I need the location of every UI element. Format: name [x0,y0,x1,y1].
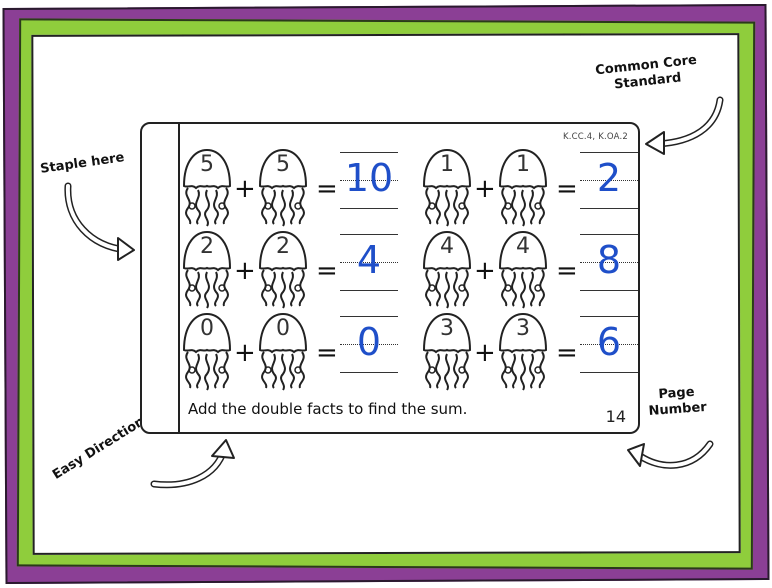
addend-b: 2 [276,234,290,259]
equals-sign: = [316,174,338,204]
answer-box[interactable]: 6 [580,314,638,376]
directions-text: Add the double facts to find the sum. [188,400,468,418]
addend-a: 1 [440,152,454,177]
curved-arrow-icon [64,182,135,261]
addend-b: 0 [276,316,290,341]
addend-b: 4 [516,234,530,259]
writing-line-bottom [340,372,398,373]
writing-line-bottom [580,290,638,291]
writing-line-top [340,234,398,235]
writing-line-mid [580,262,638,263]
curved-arrow-icon [627,440,714,469]
addend-b: 5 [276,152,290,177]
writing-line-mid [580,344,638,345]
staple-margin-line [178,124,180,432]
sum-answer: 0 [356,320,382,364]
sum-answer: 6 [596,320,622,364]
sum-answer: 2 [596,156,622,200]
standard-code: K.CC.4, K.OA.2 [562,132,628,142]
sum-answer: 4 [356,238,382,282]
addend-a: 2 [200,234,214,259]
writing-line-mid [580,180,638,181]
plus-sign: + [234,174,256,204]
jellyfish-icon: 3 [494,310,552,396]
jellyfish-icon: 1 [494,146,552,232]
addition-problem: 5 + 5 = 10 [178,146,402,232]
equals-sign: = [316,338,338,368]
jellyfish-icon: 0 [254,310,312,396]
addend-b: 3 [516,316,530,341]
answer-box[interactable]: 10 [340,150,398,212]
writing-line-top [580,234,638,235]
writing-line-top [340,152,398,153]
page-number: 14 [605,407,626,426]
addition-problem: 4 + 4 = 8 [418,228,642,314]
plus-sign: + [474,338,496,368]
plus-sign: + [474,174,496,204]
jellyfish-icon: 2 [254,228,312,314]
addition-problem: 2 + 2 = 4 [178,228,402,314]
jellyfish-icon: 2 [178,228,236,314]
addend-a: 0 [200,316,214,341]
callout-page-number: Page Number [647,384,707,420]
plus-sign: + [474,256,496,286]
jellyfish-icon: 3 [418,310,476,396]
curved-arrow-icon [150,439,235,489]
writing-line-bottom [580,372,638,373]
equals-sign: = [556,174,578,204]
addend-a: 4 [440,234,454,259]
plus-sign: + [234,256,256,286]
jellyfish-icon: 5 [254,146,312,232]
addend-a: 5 [200,152,214,177]
curved-arrow-icon [645,96,724,155]
sum-answer: 8 [596,238,622,282]
addend-b: 1 [516,152,530,177]
addition-problem: 3 + 3 = 6 [418,310,642,396]
jellyfish-icon: 1 [418,146,476,232]
equals-sign: = [316,256,338,286]
writing-line-mid [340,262,398,263]
plus-sign: + [234,338,256,368]
writing-line-bottom [340,208,398,209]
writing-line-mid [340,344,398,345]
jellyfish-icon: 4 [494,228,552,314]
answer-box[interactable]: 0 [340,314,398,376]
jellyfish-icon: 4 [418,228,476,314]
jellyfish-icon: 0 [178,310,236,396]
equals-sign: = [556,338,578,368]
addition-problem: 0 + 0 = 0 [178,310,402,396]
writing-line-bottom [340,290,398,291]
equals-sign: = [556,256,578,286]
writing-line-top [580,316,638,317]
writing-line-mid [340,180,398,181]
jellyfish-icon: 5 [178,146,236,232]
answer-box[interactable]: 8 [580,232,638,294]
writing-line-top [340,316,398,317]
answer-box[interactable]: 4 [340,232,398,294]
writing-line-top [580,152,638,153]
addition-problem: 1 + 1 = 2 [418,146,642,232]
addend-a: 3 [440,316,454,341]
writing-line-bottom [580,208,638,209]
answer-box[interactable]: 2 [580,150,638,212]
sum-answer: 10 [344,156,394,200]
